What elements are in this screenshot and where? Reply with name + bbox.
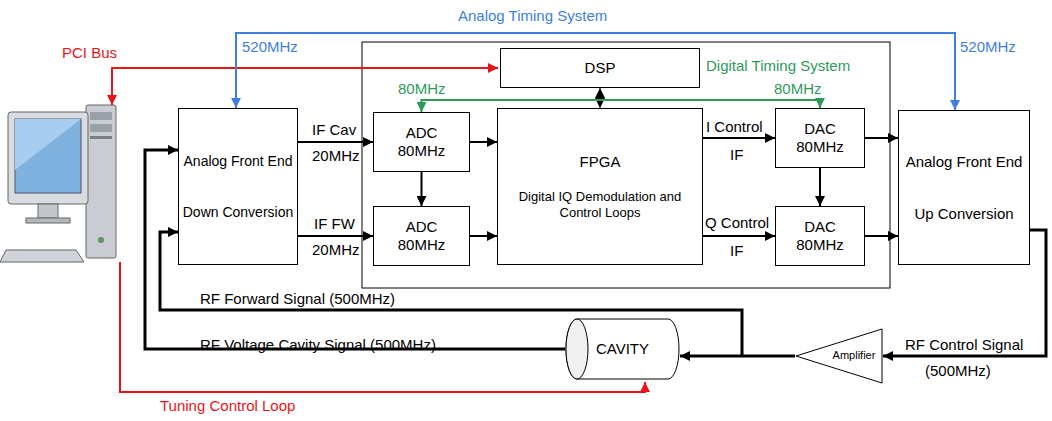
amplifier-triangle: Amplifier <box>795 328 883 384</box>
signal-connector <box>470 141 497 143</box>
edge-label: RF Forward Signal (500MHz) <box>200 290 395 307</box>
edge-label: I Control <box>706 118 763 135</box>
cavity-cylinder: CAVITY <box>565 318 680 380</box>
edge-label: Analog Timing System <box>458 7 607 24</box>
signal-connector <box>819 168 821 206</box>
frequency-label: 80MHz <box>774 80 822 97</box>
signal-connector <box>236 33 955 110</box>
frequency-label: 520MHz <box>960 38 1016 55</box>
up-conversion-box: Analog Front End Up Conversion <box>898 110 1030 265</box>
signal-connector <box>298 235 373 237</box>
fpga-function-text: Digital IQ Demodulation and Control Loop… <box>498 189 702 220</box>
cavity-text: CAVITY <box>596 340 649 358</box>
signal-connector <box>600 88 601 108</box>
signal-connector <box>703 235 775 237</box>
loop-name: Tuning Control Loop <box>160 397 295 414</box>
dac-text: DAC 80MHz <box>789 218 851 254</box>
frequency-label: 520MHz <box>242 38 298 55</box>
edge-label: Digital Timing System <box>706 57 850 74</box>
dac-box: DAC 80MHz <box>775 206 865 266</box>
dac-text: DAC 80MHz <box>789 120 851 156</box>
amplifier-text: Amplifier <box>833 349 876 362</box>
signal-connector <box>470 235 497 237</box>
edge-label: IF FW <box>314 215 355 232</box>
computer-icon <box>0 105 116 262</box>
frequency-label: (500MHz) <box>925 362 991 379</box>
dsp-box: DSP <box>500 48 700 88</box>
frequency-label: 20MHz <box>312 241 360 258</box>
bus-name: PCI Bus <box>62 44 117 61</box>
frequency-label: 80MHz <box>398 80 446 97</box>
front-end-title: Analog Front End <box>906 153 1023 171</box>
signal-name: IF <box>730 242 743 259</box>
down-conversion-text: Down Conversion <box>183 204 294 221</box>
tuning-loop-line <box>120 262 645 392</box>
adc-box: ADC 80MHz <box>373 206 470 266</box>
fpga-title: FPGA <box>580 153 621 171</box>
signal-connector <box>703 137 775 139</box>
signal-connector <box>298 141 373 143</box>
signal-connector <box>865 235 898 237</box>
up-conversion-text: Up Conversion <box>914 205 1014 223</box>
frequency-label: 20MHz <box>312 147 360 164</box>
signal-connector <box>680 355 795 358</box>
edge-label: IF Cav <box>312 121 356 138</box>
fpga-box: FPGA Digital IQ Demodulation and Control … <box>497 108 703 265</box>
adc-text: ADC 80MHz <box>391 124 453 160</box>
board-outline <box>362 42 890 288</box>
signal-name: IF <box>730 146 743 163</box>
dsp-text: DSP <box>585 59 616 77</box>
edge-label: Q Control <box>705 214 769 231</box>
dac-box: DAC 80MHz <box>775 108 865 168</box>
front-end-title: Analog Front End <box>184 153 293 170</box>
edge-label: RF Voltage Cavity Signal (500MHz) <box>200 336 436 353</box>
signal-connector <box>421 172 423 206</box>
edge-label: RF Control Signal <box>905 336 1023 353</box>
down-conversion-box: Analog Front EndDown Conversion <box>178 108 298 265</box>
signal-connector <box>865 137 898 139</box>
adc-box: ADC 80MHz <box>373 112 470 172</box>
adc-text: ADC 80MHz <box>391 218 453 254</box>
